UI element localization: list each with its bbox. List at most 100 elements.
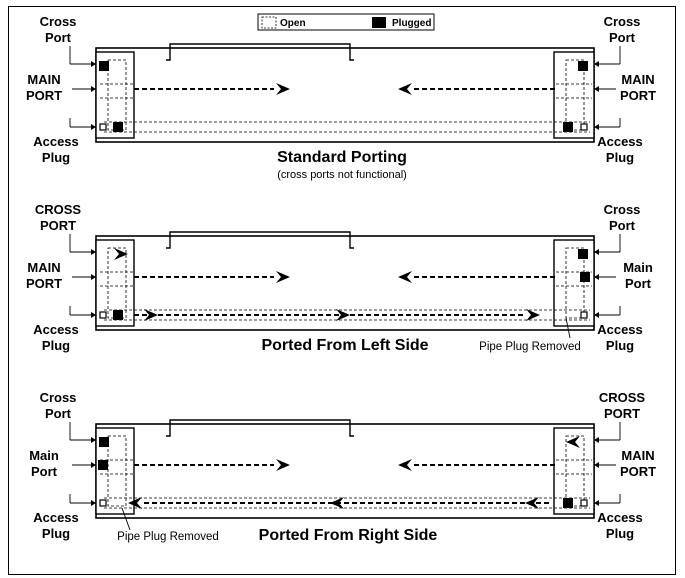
right-access-label: Access bbox=[597, 510, 643, 525]
left-cross-arrowhead bbox=[114, 248, 128, 260]
right-cross-label: Cross bbox=[604, 202, 641, 217]
right-access-port bbox=[580, 311, 588, 319]
pipe-plug-note: Pipe Plug Removed bbox=[479, 341, 581, 353]
left-main-label: PORT bbox=[26, 276, 62, 291]
left-cross-label: PORT bbox=[40, 218, 76, 233]
left-passage bbox=[107, 435, 127, 507]
right-cross-plug bbox=[578, 249, 588, 259]
left-passage-plug bbox=[113, 310, 123, 320]
left-access-pointer bbox=[91, 124, 96, 130]
left-cross-label: Cross bbox=[40, 390, 77, 405]
right-access-label: Plug bbox=[606, 338, 634, 353]
right-main-label: PORT bbox=[620, 464, 656, 479]
left-main-label: MAIN bbox=[27, 260, 60, 275]
left-cross-plug bbox=[99, 61, 109, 71]
left-access-pointer bbox=[91, 312, 96, 318]
panel-caption: Ported From Left Side bbox=[261, 337, 428, 354]
left-cross-label: Cross bbox=[40, 14, 77, 29]
left-access-port bbox=[99, 123, 107, 131]
legend-box bbox=[257, 13, 435, 31]
left-access-pointer bbox=[91, 500, 96, 506]
left-cross-label: Port bbox=[45, 406, 72, 421]
left-cross-plug bbox=[99, 437, 109, 447]
cross-flow-arrowhead bbox=[330, 497, 344, 509]
left-access-label: Plug bbox=[42, 150, 70, 165]
left-cross-label: CROSS bbox=[35, 202, 82, 217]
left-access-label: Plug bbox=[42, 526, 70, 541]
right-access-label: Plug bbox=[606, 150, 634, 165]
right-access-label: Access bbox=[597, 134, 643, 149]
right-access-port bbox=[580, 499, 588, 507]
left-flow-arrowhead bbox=[276, 459, 290, 471]
right-cross-pointer bbox=[594, 437, 599, 443]
left-main-label: Main bbox=[29, 448, 59, 463]
legend-open-label: Open bbox=[280, 18, 306, 29]
diagram-frame bbox=[8, 6, 676, 575]
right-access-port bbox=[580, 123, 588, 131]
left-flow-arrowhead bbox=[276, 83, 290, 95]
right-main-label: MAIN bbox=[621, 448, 654, 463]
right-cross-label: PORT bbox=[604, 406, 640, 421]
pipe-plug-note: Pipe Plug Removed bbox=[117, 531, 219, 543]
cross-flow-arrowhead bbox=[525, 497, 539, 509]
panel-caption: Ported From Right Side bbox=[259, 527, 438, 544]
left-cross-label: Port bbox=[45, 30, 72, 45]
right-main-label: PORT bbox=[620, 88, 656, 103]
right-main-label: Main bbox=[623, 260, 653, 275]
right-cross-label: CROSS bbox=[599, 390, 646, 405]
right-cross-label: Port bbox=[609, 218, 636, 233]
panel-subcaption: (cross ports not functional) bbox=[277, 169, 407, 181]
right-main-label: Port bbox=[625, 276, 652, 291]
cylinder-body bbox=[95, 47, 595, 143]
pipe-plug-leader bbox=[565, 317, 571, 339]
mounting-bracket bbox=[166, 43, 354, 61]
right-passage bbox=[565, 247, 585, 319]
left-access-port bbox=[99, 311, 107, 319]
right-main-pointer bbox=[594, 462, 599, 468]
left-access-label: Access bbox=[33, 134, 79, 149]
left-main-plug bbox=[98, 460, 108, 470]
right-access-label: Plug bbox=[606, 526, 634, 541]
left-cross-pointer bbox=[91, 249, 96, 255]
right-access-label: Access bbox=[597, 322, 643, 337]
left-main-pointer bbox=[91, 274, 96, 280]
pipe-plug-leader bbox=[121, 507, 131, 531]
right-cross-pointer bbox=[594, 61, 599, 67]
cross-flow-arrowhead bbox=[526, 309, 540, 321]
right-access-pointer bbox=[594, 124, 599, 130]
left-access-label: Access bbox=[33, 322, 79, 337]
cross-flow-arrowhead bbox=[336, 309, 350, 321]
mounting-bracket bbox=[166, 419, 354, 437]
panel-caption: Standard Porting bbox=[277, 149, 407, 166]
right-cross-arrowhead bbox=[566, 436, 580, 448]
legend-plugged-label: Plugged bbox=[392, 18, 431, 29]
left-access-label: Access bbox=[33, 510, 79, 525]
right-access-pointer bbox=[594, 500, 599, 506]
left-flow-arrowhead bbox=[276, 271, 290, 283]
cross-flow-arrowhead bbox=[128, 497, 142, 509]
left-cross-pointer bbox=[91, 437, 96, 443]
right-main-label: MAIN bbox=[621, 72, 654, 87]
legend-open-swatch bbox=[261, 16, 277, 29]
right-main-plug bbox=[580, 272, 590, 282]
left-main-pointer bbox=[91, 462, 96, 468]
right-main-pointer bbox=[594, 274, 599, 280]
right-access-pointer bbox=[594, 312, 599, 318]
right-cross-plug bbox=[578, 61, 588, 71]
right-flow-arrowhead bbox=[398, 83, 412, 95]
left-passage-plug bbox=[113, 122, 123, 132]
left-main-label: MAIN bbox=[27, 72, 60, 87]
left-cross-pointer bbox=[91, 61, 96, 67]
right-cross-label: Port bbox=[609, 30, 636, 45]
right-main-pointer bbox=[594, 86, 599, 92]
right-flow-arrowhead bbox=[398, 459, 412, 471]
left-main-label: Port bbox=[31, 464, 58, 479]
right-passage bbox=[565, 59, 585, 131]
left-access-port bbox=[99, 499, 107, 507]
right-passage bbox=[565, 435, 585, 507]
legend-plugged-swatch bbox=[372, 17, 386, 28]
right-cross-pointer bbox=[594, 249, 599, 255]
mounting-bracket bbox=[166, 231, 354, 249]
right-cross-label: Cross bbox=[604, 14, 641, 29]
